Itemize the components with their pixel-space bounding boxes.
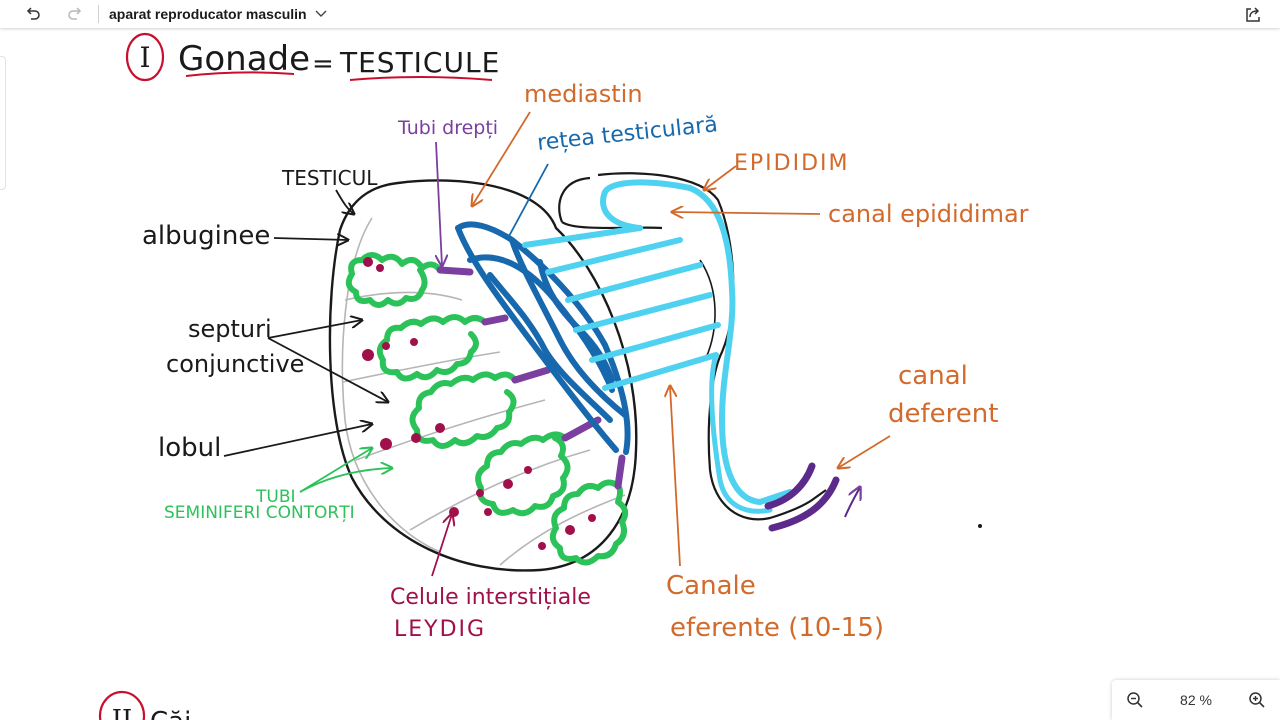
chevron-down-icon (315, 10, 327, 17)
label-leydig: LEYDIG (394, 617, 486, 642)
redo-button[interactable] (60, 1, 90, 27)
arrow-canal-deferent (838, 435, 891, 468)
label-canal-epididimar: canal epididimar (828, 200, 1029, 228)
share-icon (1246, 7, 1260, 22)
vas-deferens (764, 462, 840, 532)
label-albuginee: albuginee (142, 221, 270, 251)
label-septuri: septuri (188, 315, 272, 343)
heading: I Gonade = TESTICULE (125, 32, 500, 82)
arrow-albuginee (273, 238, 348, 240)
zoom-control: 82 % (1112, 680, 1280, 720)
label-tubi: TUBI (255, 487, 296, 507)
seminiferous-tubules (345, 252, 629, 566)
vas-deferens-flow-arrow (844, 487, 860, 518)
label-celule-interstitiale: Celule interstițiale (390, 585, 591, 610)
zoom-in-icon (1249, 692, 1265, 708)
next-heading: II Căi (98, 690, 191, 720)
label-eferente: eferente (10-15) (670, 613, 884, 643)
heading-subject: TESTICULE (339, 46, 500, 79)
next-heading-numeral: II (112, 705, 133, 720)
redo-icon (68, 7, 82, 20)
top-toolbar: aparat reproducator masculin (0, 0, 1280, 28)
arrow-tubi-1 (299, 448, 372, 493)
heading-subject-underline (349, 76, 493, 81)
label-deferent: deferent (888, 399, 998, 429)
arrow-testicul (335, 189, 354, 214)
epididymal-duct-return (709, 352, 773, 514)
arrow-septuri-1 (267, 320, 362, 339)
arrow-leydig (431, 514, 452, 577)
zoom-out-button[interactable] (1126, 691, 1144, 709)
label-conjunctive: conjunctive (166, 350, 304, 378)
label-epididim: EPIDIDIM (734, 151, 850, 176)
next-heading-fragment: Căi (150, 707, 191, 720)
leydig-cells (362, 257, 596, 550)
arrow-lobul (223, 424, 372, 457)
zoom-in-button[interactable] (1248, 691, 1266, 709)
label-lobul: lobul (158, 433, 221, 463)
heading-equals: = (312, 49, 334, 79)
arrow-mediastin (472, 111, 531, 206)
label-canal: canal (898, 361, 968, 391)
testicle-outline (328, 179, 638, 572)
arrow-septuri-2 (267, 337, 388, 402)
label-testicul: TESTICUL (281, 166, 378, 190)
epididymal-duct (600, 179, 793, 506)
label-seminiferi-contorti: SEMINIFERI CONTORȚI (164, 503, 355, 523)
undo-icon (26, 7, 40, 20)
label-mediastin: mediastin (524, 80, 643, 108)
document-title: aparat reproducator masculin (109, 6, 307, 22)
arrow-epididim (704, 165, 737, 190)
label-canale: Canale (666, 571, 756, 601)
straight-tubules (436, 266, 626, 490)
zoom-out-icon (1127, 692, 1143, 708)
zoom-level[interactable]: 82 % (1180, 692, 1212, 708)
epididymis-inner-line (699, 259, 716, 359)
arrow-tubi-drepti (435, 141, 442, 266)
arrow-canale-eferente (670, 386, 681, 567)
heading-numeral: I (139, 41, 150, 74)
arrow-tubi-2 (299, 468, 392, 493)
ink-dot (978, 524, 982, 528)
epididymis-outline (558, 172, 827, 521)
document-title-dropdown[interactable]: aparat reproducator masculin (109, 6, 327, 22)
heading-numeral-circle (125, 32, 165, 82)
next-heading-circle (98, 690, 146, 720)
note-canvas[interactable]: I Gonade = TESTICULE (0, 28, 1280, 720)
efferent-ducts (522, 225, 721, 391)
left-panel-edge (0, 56, 6, 190)
label-retea-testiculara: rețea testiculară (536, 112, 719, 156)
arrow-retea (507, 163, 549, 239)
undo-button[interactable] (18, 1, 48, 27)
toolbar-divider (98, 5, 99, 23)
share-button[interactable] (1238, 2, 1268, 28)
heading-word-underline (185, 71, 295, 77)
arrow-canal-epididimar (672, 212, 821, 214)
label-tubi-drepti: Tubi drepți (397, 117, 498, 139)
